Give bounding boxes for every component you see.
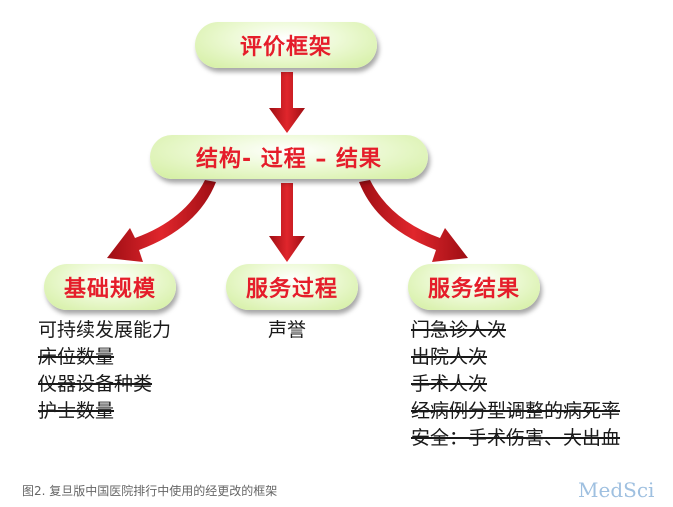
medsci-watermark: MedSci <box>578 478 655 502</box>
figure-caption: 图2. 复旦版中国医院排行中使用的经更改的框架 <box>22 484 278 498</box>
list-item: 出院人次 <box>411 346 488 368</box>
list-item: 安全：手术伤害、大出血 <box>411 427 621 449</box>
node-service-result: 服务结果 <box>408 264 540 310</box>
node-structure-process-outcome: 结构- 过程 – 结果 <box>150 135 428 179</box>
list-item: 床位数量 <box>38 346 115 368</box>
service-result-list: 门急诊人次 出院人次 手术人次 经病例分型调整的病死率 安全：手术伤害、大出血 <box>411 317 620 452</box>
arrow-sp-to-process <box>269 183 305 262</box>
list-item: 仪器设备种类 <box>38 373 153 395</box>
node-service-process-label: 服务过程 <box>245 277 338 302</box>
arrow-title-to-sp <box>269 72 305 133</box>
list-item: 护士数量 <box>38 400 115 422</box>
basic-scale-list: 可持续发展能力 床位数量 仪器设备种类 护士数量 <box>38 317 171 425</box>
service-process-list: 声誉 <box>268 317 306 344</box>
list-item: 声誉 <box>268 319 307 341</box>
node-service-result-label: 服务结果 <box>427 277 520 302</box>
node-service-process: 服务过程 <box>226 264 358 310</box>
node-evaluation-framework-label: 评价框架 <box>239 35 332 60</box>
list-item: 可持续发展能力 <box>38 319 172 341</box>
node-basic-scale-label: 基础规模 <box>63 277 156 302</box>
node-evaluation-framework: 评价框架 <box>195 22 377 68</box>
node-structure-process-outcome-label: 结构- 过程 – 结果 <box>195 147 383 172</box>
arrow-sp-to-result <box>359 180 468 262</box>
list-item: 门急诊人次 <box>411 319 507 341</box>
node-basic-scale: 基础规模 <box>44 264 176 310</box>
list-item: 手术人次 <box>411 373 488 395</box>
list-item: 经病例分型调整的病死率 <box>411 400 621 422</box>
arrow-sp-to-basic <box>107 180 216 262</box>
